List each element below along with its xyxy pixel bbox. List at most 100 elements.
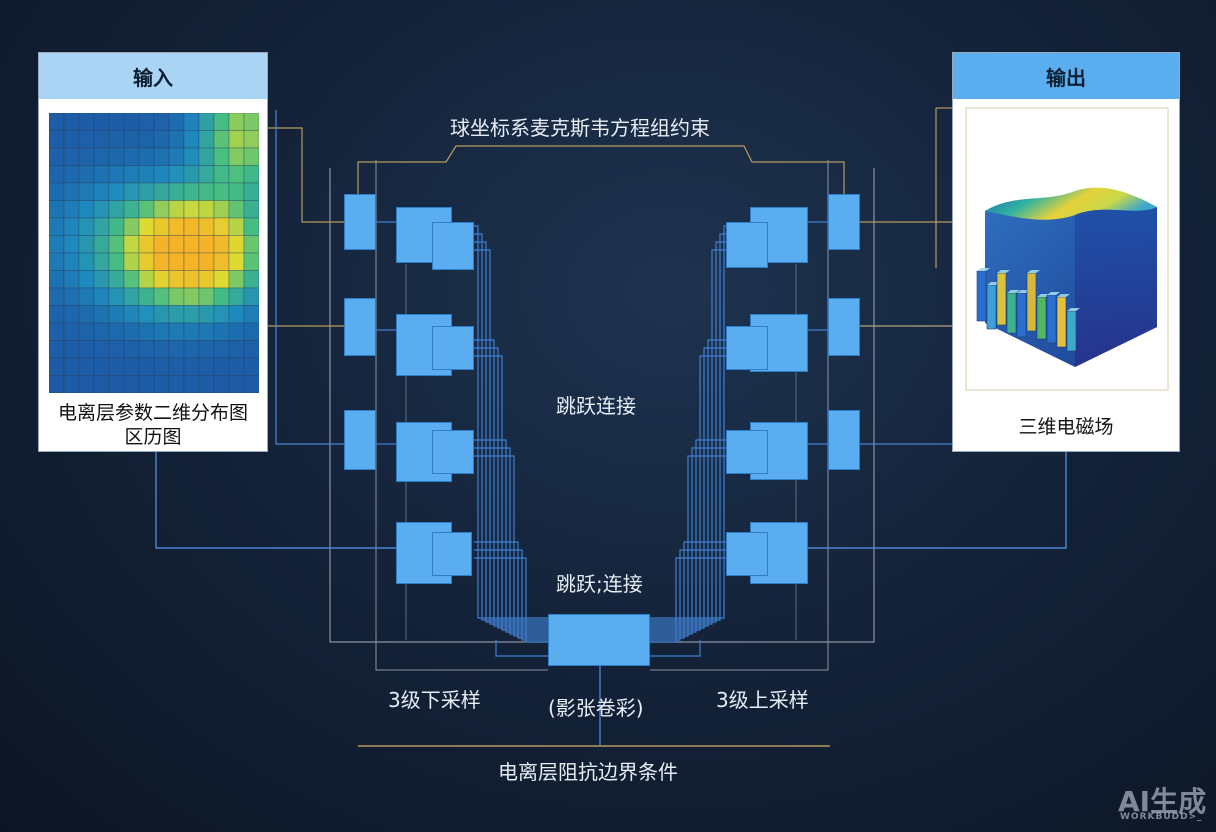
decoder-output-block-2 — [828, 298, 860, 356]
skip-connection-wire — [474, 447, 548, 635]
skip-connection-wire — [650, 233, 726, 621]
skip-connection-wire — [650, 241, 726, 623]
heatmap-cell — [228, 147, 245, 166]
heatmap-cell — [213, 340, 230, 359]
heatmap-cell — [228, 375, 245, 393]
decoder-conv-block-1-sub — [726, 222, 768, 268]
3d-bar — [1036, 296, 1047, 340]
heatmap-cell — [168, 165, 185, 184]
decoder-conv-block-2-sub — [726, 326, 768, 370]
heatmap-cell — [213, 165, 230, 184]
heatmap-cell — [138, 357, 155, 376]
heatmap-cell — [183, 200, 200, 219]
boundary-condition-label: 电离层阻抗边界条件 — [498, 760, 678, 784]
output-panel: 输出 三维电磁场 — [952, 52, 1180, 452]
heatmap-cell — [123, 200, 140, 219]
heatmap-cell — [123, 217, 140, 236]
skip-connection-wire — [474, 439, 548, 633]
heatmap-cell — [78, 287, 95, 306]
3d-bar — [996, 272, 1007, 326]
heatmap-cell — [138, 147, 155, 166]
3d-bar-top — [1027, 270, 1040, 273]
skip-connection-wire — [650, 249, 726, 625]
heatmap-cell — [138, 182, 155, 201]
heatmap-cell — [49, 130, 65, 149]
heatmap-cell — [93, 357, 110, 376]
heatmap-cell — [198, 375, 215, 393]
encoder-conv-block-3-sub — [432, 430, 474, 474]
heatmap-cell — [78, 252, 95, 271]
heatmap-cell — [183, 217, 200, 236]
heatmap-cell — [168, 375, 185, 393]
heatmap-cell — [93, 252, 110, 271]
heatmap-cell — [108, 270, 125, 289]
heatmap-cell — [213, 357, 230, 376]
heatmap-cell — [168, 305, 185, 324]
heatmap-cell — [198, 147, 215, 166]
heatmap-cell — [108, 322, 125, 341]
maxwell-constraint-label: 球坐标系麦克斯韦方程组约束 — [450, 116, 710, 140]
heatmap-cell — [228, 305, 245, 324]
heatmap-cell — [138, 200, 155, 219]
heatmap-cell — [168, 235, 185, 254]
heatmap-cell — [123, 182, 140, 201]
heatmap-cell — [243, 182, 259, 201]
heatmap-cell — [63, 340, 80, 359]
heatmap-cell — [228, 322, 245, 341]
bottleneck-left-wire — [495, 640, 548, 657]
heatmap-cell — [243, 217, 259, 236]
heatmap-cell — [93, 305, 110, 324]
heatmap-cell — [108, 147, 125, 166]
heatmap-cell — [138, 113, 155, 131]
heatmap-cell — [198, 270, 215, 289]
heatmap-cell — [63, 252, 80, 271]
heatmap-cell — [198, 113, 215, 131]
heatmap-cell — [198, 340, 215, 359]
heatmap-cell — [63, 375, 80, 393]
heatmap-cell — [93, 235, 110, 254]
heatmap-cell — [78, 165, 95, 184]
heatmap-cell — [63, 287, 80, 306]
decoder-to-output-wire-4 — [808, 452, 1067, 549]
heatmap-cell — [49, 182, 65, 201]
encoder-conv-block-1-sub — [432, 222, 474, 270]
heatmap-cell — [49, 165, 65, 184]
heatmap-cell — [63, 182, 80, 201]
skip-connection-wire — [474, 541, 548, 639]
3d-bar — [1056, 296, 1067, 348]
heatmap-cell — [168, 322, 185, 341]
heatmap-cell — [49, 235, 65, 254]
3d-bar — [976, 270, 987, 322]
heatmap-cell — [49, 113, 65, 131]
heatmap-cell — [183, 182, 200, 201]
heatmap-cell — [108, 357, 125, 376]
heatmap-cell — [198, 235, 215, 254]
heatmap-cell — [213, 322, 230, 341]
heatmap-cell — [198, 165, 215, 184]
skip-connection-wire — [650, 455, 726, 637]
encoder-input-block-1 — [344, 194, 376, 250]
heatmap-cell — [228, 340, 245, 359]
heatmap-cell — [243, 357, 259, 376]
encoder-input-block-2 — [344, 298, 376, 356]
heatmap-cell — [108, 130, 125, 149]
heatmap-cell — [228, 200, 245, 219]
3d-bar — [1026, 272, 1037, 332]
heatmap-cell — [108, 375, 125, 393]
heatmap-cell — [243, 165, 259, 184]
3d-bar — [1016, 292, 1027, 338]
encoder-conv-block-4-sub — [432, 532, 472, 576]
heatmap-cell — [183, 375, 200, 393]
heatmap-cell — [138, 217, 155, 236]
heatmap-cell — [49, 147, 65, 166]
skip-connection-wire — [474, 249, 548, 625]
heatmap-cell — [49, 200, 65, 219]
output-panel-caption: 三维电磁场 — [1018, 416, 1114, 438]
heatmap-cell — [213, 113, 230, 131]
heatmap-cell — [153, 165, 170, 184]
heatmap-cell — [153, 340, 170, 359]
heatmap-cell — [123, 165, 140, 184]
heatmap-cell — [183, 340, 200, 359]
heatmap-cell — [93, 287, 110, 306]
heatmap-cell — [183, 287, 200, 306]
